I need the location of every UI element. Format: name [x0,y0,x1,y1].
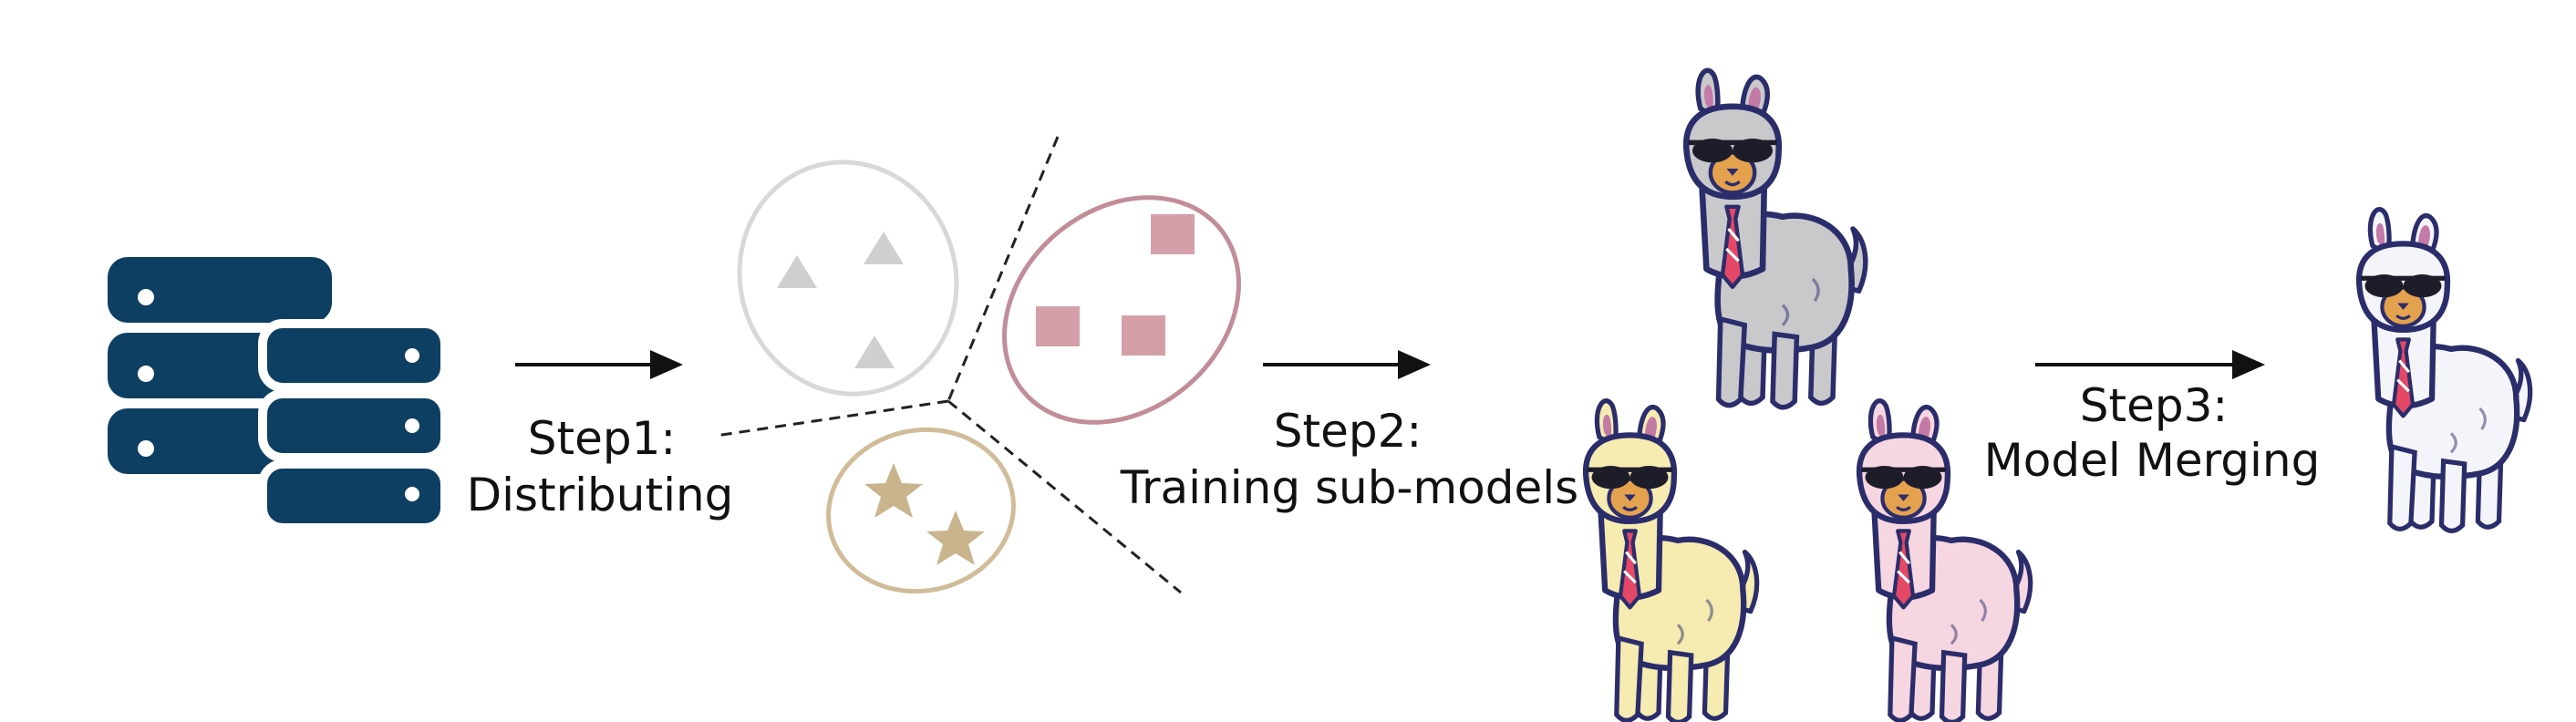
stars-cluster [826,427,1016,594]
step1-subtitle: Distributing [467,469,734,521]
database-front-stack [258,319,450,532]
star-shape [926,511,985,565]
step3-subtitle: Model Merging [1984,434,2321,487]
partition-divider-lines [715,136,1182,594]
yellow-llama [1586,401,1757,722]
star-shape [864,463,923,518]
triangle-shape [854,335,895,368]
square-shape [1122,315,1165,356]
step3-title: Step3: [2080,379,2229,432]
triangle-shape [864,232,904,264]
square-shape [1036,306,1080,346]
step1-title: Step1: [528,412,677,465]
step2-title: Step2: [1274,405,1422,458]
step2-subtitle: Training sub-models [1120,461,1578,514]
triangles-cluster [737,160,959,397]
merged-white-llama [2359,210,2530,531]
square-shape [1151,214,1195,254]
database-icon [108,257,450,532]
gray-llama [1686,70,1866,407]
triangle-shape [777,255,817,288]
squares-cluster [1002,195,1241,425]
